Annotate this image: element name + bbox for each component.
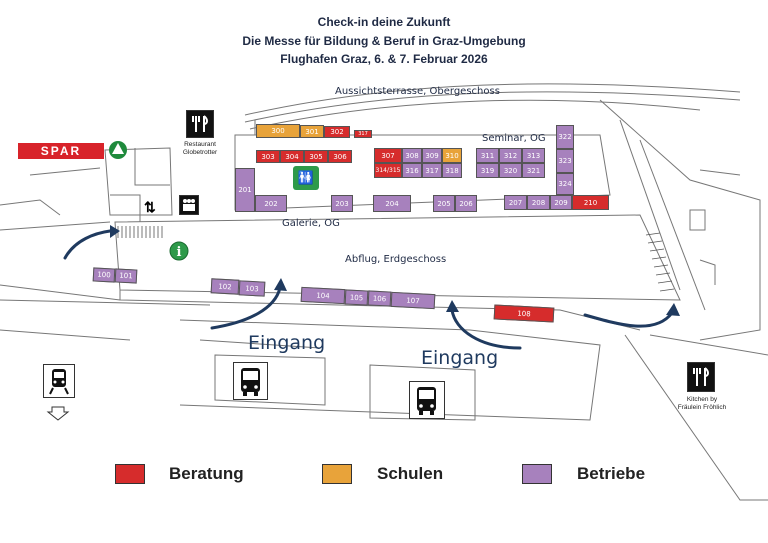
page-date-location: Flughafen Graz, 6. & 7. Februar 2026: [280, 52, 488, 66]
spar-logo: SPAR: [18, 143, 104, 159]
stand-317-small[interactable]: 317: [354, 130, 372, 138]
stand-324[interactable]: 324: [556, 173, 574, 195]
stand-314-315[interactable]: 314/315: [374, 163, 402, 178]
train-icon: [43, 364, 75, 398]
stand-300[interactable]: 300: [256, 124, 300, 138]
up-down-arrows-icon: ⇅: [144, 199, 156, 215]
cutlery-icon: [687, 362, 715, 392]
stand-313[interactable]: 313: [522, 148, 545, 163]
stand-305[interactable]: 305: [304, 150, 328, 163]
spar-tree-icon: [109, 141, 127, 159]
stand-310[interactable]: 310: [442, 148, 462, 163]
stand-301[interactable]: 301: [300, 125, 324, 138]
kitchen-label: Kitchen by Fräulein Fröhlich: [677, 396, 727, 411]
stand-316[interactable]: 316: [402, 163, 422, 178]
legend-swatch-beratung: [115, 464, 145, 484]
stand-323[interactable]: 323: [556, 149, 574, 173]
stand-201[interactable]: 201: [235, 168, 255, 212]
entrance-left-label: Eingang: [248, 332, 326, 354]
stand-202[interactable]: 202: [255, 195, 287, 212]
stand-103[interactable]: 103: [238, 280, 266, 297]
stand-318[interactable]: 318: [442, 163, 462, 178]
legend-label-beratung: Beratung: [169, 464, 244, 483]
stand-105[interactable]: 105: [344, 289, 369, 306]
stand-322[interactable]: 322: [556, 125, 574, 149]
entrance-right-label: Eingang: [421, 347, 499, 369]
elevator-icon: [179, 195, 199, 215]
stand-303[interactable]: 303: [256, 150, 280, 163]
stand-102[interactable]: 102: [210, 278, 240, 295]
legend-swatch-schulen: [322, 464, 352, 484]
stand-319[interactable]: 319: [476, 163, 499, 178]
page-title: Check-in deine Zukunft: [317, 15, 451, 29]
cutlery-icon: [186, 110, 214, 138]
stand-320[interactable]: 320: [499, 163, 522, 178]
stand-106[interactable]: 106: [367, 290, 392, 307]
stand-308[interactable]: 308: [402, 148, 422, 163]
stand-205[interactable]: 205: [433, 195, 455, 212]
stand-321[interactable]: 321: [522, 163, 545, 178]
stand-104[interactable]: 104: [300, 286, 346, 305]
stand-206[interactable]: 206: [455, 195, 477, 212]
abflug-label: Abflug, Erdgeschoss: [345, 254, 447, 265]
legend-swatch-betriebe: [522, 464, 552, 484]
legend-label-betriebe: Betriebe: [577, 464, 646, 483]
info-icon: i: [169, 241, 189, 261]
stand-209[interactable]: 209: [550, 195, 572, 210]
stand-100[interactable]: 100: [92, 267, 116, 283]
galerie-label: Galerie, OG: [282, 218, 340, 229]
stand-311[interactable]: 311: [476, 148, 499, 163]
stand-108[interactable]: 108: [493, 304, 555, 323]
stand-203[interactable]: 203: [331, 195, 353, 212]
restaurant-label: Restaurant Globetrotter: [182, 141, 218, 156]
svg-text:i: i: [177, 245, 182, 260]
stand-312[interactable]: 312: [499, 148, 522, 163]
stand-304[interactable]: 304: [280, 150, 304, 163]
stand-317[interactable]: 317: [422, 163, 442, 178]
stand-101[interactable]: 101: [114, 268, 138, 284]
stand-306[interactable]: 306: [328, 150, 352, 163]
legend-label-schulen: Schulen: [377, 464, 444, 483]
stand-302[interactable]: 302: [324, 126, 350, 138]
terrace-label: Aussichtsterrasse, Obergeschoss: [335, 86, 500, 97]
bus-icon: [409, 381, 445, 419]
stand-204[interactable]: 204: [373, 195, 411, 212]
toilet-icon: 🚻: [293, 166, 319, 190]
stand-107[interactable]: 107: [390, 291, 436, 310]
bus-icon: [233, 362, 268, 400]
stand-309[interactable]: 309: [422, 148, 442, 163]
stand-207[interactable]: 207: [504, 195, 527, 210]
stand-307[interactable]: 307: [374, 148, 402, 163]
page-subtitle: Die Messe für Bildung & Beruf in Graz-Um…: [242, 34, 526, 48]
stand-208[interactable]: 208: [527, 195, 550, 210]
seminar-label: Seminar, OG: [482, 133, 546, 144]
stand-210[interactable]: 210: [572, 195, 609, 210]
